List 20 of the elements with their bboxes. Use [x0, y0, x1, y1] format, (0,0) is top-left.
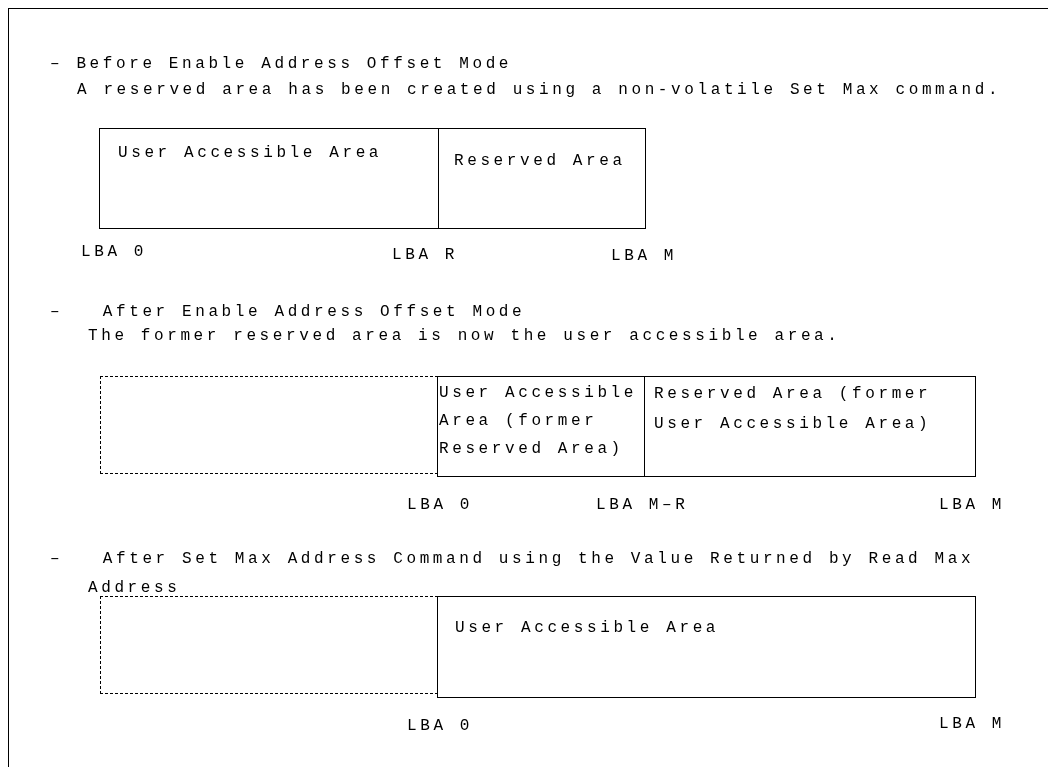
label-text: A reserved area has been created using a non-volatile Set Max command. — [77, 80, 1002, 101]
label-text: – After Set Max Address Command using the Value Returned by Read Max Address — [50, 549, 976, 599]
label-text: LBA 0 — [407, 495, 473, 516]
label-text: LBA 0 — [81, 242, 147, 263]
label-text: LBA M — [611, 246, 677, 267]
label-text: – Before Enable Address Offset Mode — [50, 54, 513, 75]
label-text: LBA 0 — [407, 716, 473, 737]
area-box: User Accessible Area (former Reserved Area) — [437, 376, 645, 477]
label-text: – After Enable Address Offset Mode — [50, 302, 526, 323]
area-box: Reserved Area (former User Accessible Area) — [644, 376, 976, 477]
dashed-box — [100, 376, 438, 474]
label-text: LBA M–R — [596, 495, 689, 516]
label-text: LBA M — [939, 495, 1005, 516]
label-text: LBA R — [392, 245, 458, 266]
area-box: Reserved Area — [438, 128, 646, 229]
area-box: User Accessible Area — [437, 596, 976, 698]
dashed-box — [100, 596, 438, 694]
label-text: LBA M — [939, 714, 1005, 735]
label-text: The former reserved area is now the user accessible area. — [88, 326, 841, 347]
area-box: User Accessible Area — [99, 128, 439, 229]
